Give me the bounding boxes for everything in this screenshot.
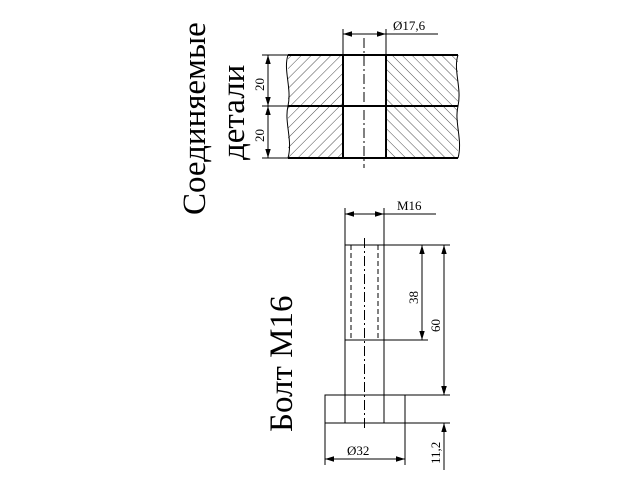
hole-diameter-dimension: Ø17,6 [342, 18, 438, 55]
plate1-thickness-label: 20 [252, 78, 267, 91]
hole-diameter-label: Ø17,6 [393, 18, 426, 33]
head-diameter-dimension: Ø32 [324, 423, 406, 465]
plate2-thickness-label: 20 [252, 129, 267, 142]
bolt-title: Болт М16 [264, 296, 300, 433]
bolt-length-dimensions: 38 60 11,2 [384, 244, 450, 470]
thread-label: M16 [397, 198, 422, 213]
parts-title-line2: детали [216, 65, 252, 160]
plate-thickness-dimensions: 20 20 [252, 54, 288, 159]
thread-length-label: 38 [406, 291, 421, 304]
thread-dimension: M16 [344, 198, 436, 245]
parts-title-line1: Соединяемые [177, 22, 213, 215]
bolt-drawing [324, 238, 406, 430]
bolt-length-label: 60 [428, 319, 443, 332]
head-diameter-label: Ø32 [347, 443, 369, 458]
joined-plates-section [285, 38, 461, 168]
head-height-label: 11,2 [428, 442, 443, 464]
